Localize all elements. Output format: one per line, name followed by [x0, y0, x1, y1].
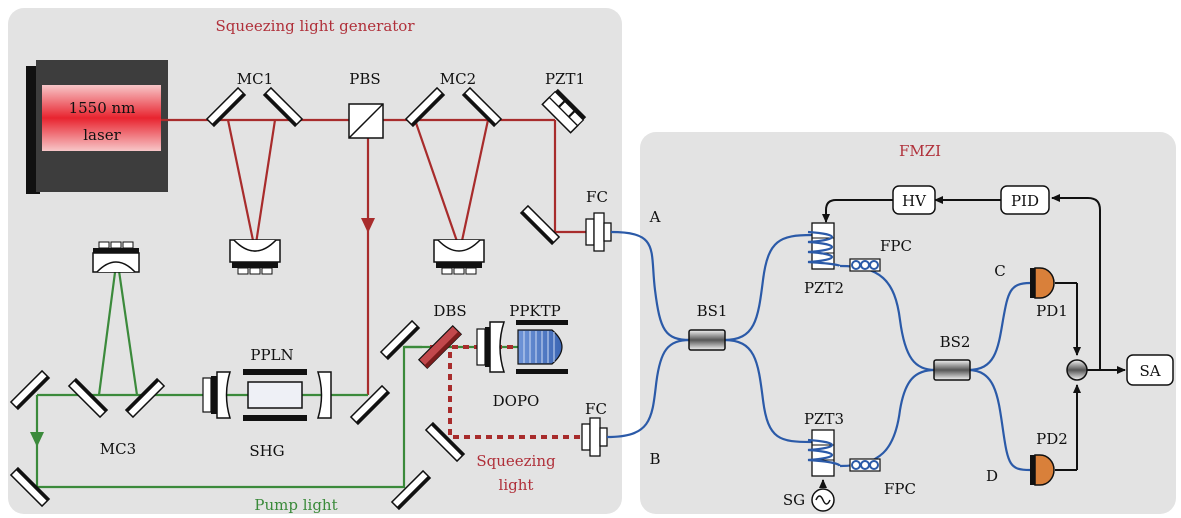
electronic-lines [819, 194, 1126, 488]
sg-source [811, 488, 835, 512]
bs1-label: BS1 [697, 302, 728, 320]
green-beam-arrow [30, 432, 44, 447]
curved-mirror-mc1 [229, 239, 281, 275]
fpc-top [849, 258, 881, 272]
pzt1-label: PZT1 [545, 70, 585, 88]
fpc-top-label: FPC [880, 237, 912, 255]
port-a-label: A [649, 208, 661, 226]
mc1-label: MC1 [237, 70, 273, 88]
combiner-node [1066, 359, 1088, 381]
pzt3-label: PZT3 [804, 410, 844, 428]
port-c-label: C [994, 262, 1005, 280]
bs1 [688, 329, 726, 351]
generator-title: Squeezing light generator [215, 17, 415, 35]
mirror-mc1-right [262, 86, 304, 128]
fc-top-label: FC [586, 188, 608, 206]
pid-box: PID [1000, 185, 1050, 215]
fpc-bottom [849, 458, 881, 472]
mirror-shg-out [349, 384, 391, 426]
sa-box: SA [1126, 354, 1174, 386]
squeezing-light-label-line1: Squeezing [476, 452, 556, 470]
fc-bottom-label: FC [585, 400, 607, 418]
laser-source: 1550 nm laser [26, 60, 168, 194]
fmzi-panel [640, 132, 1176, 514]
pid-label: PID [1011, 192, 1039, 210]
pd2-photodiode [1030, 454, 1055, 486]
mirror-left-upper [9, 369, 51, 411]
laser-label-line2: laser [83, 126, 121, 144]
curved-mirror-mc2 [433, 239, 485, 275]
mc3-label: MC3 [100, 440, 136, 458]
mirror-mc3-left [67, 377, 109, 419]
fpc-bottom-label: FPC [884, 480, 916, 498]
pd2-label: PD2 [1036, 430, 1068, 448]
mirror-dopo-in [379, 319, 421, 361]
ppktp-label: PPKTP [509, 302, 561, 320]
mirror-mc2-right [461, 86, 503, 128]
mirror-mc2-left [404, 86, 446, 128]
fiber-coupler-bottom [581, 417, 608, 457]
hv-box: HV [892, 185, 936, 215]
pump-light-label: Pump light [254, 496, 337, 514]
dopo-cavity [476, 320, 568, 374]
sa-label: SA [1139, 362, 1160, 380]
bs2 [933, 359, 971, 381]
bs2-label: BS2 [940, 333, 971, 351]
mirror-bottom-right [390, 469, 432, 511]
mirror-left-lower [9, 466, 51, 508]
laser-label-line1: 1550 nm [69, 99, 136, 117]
sg-label: SG [783, 491, 805, 509]
mirror-squeeze-out [424, 421, 466, 463]
ppln-label: PPLN [250, 346, 293, 364]
port-b-label: B [649, 450, 660, 468]
pzt3-fiber-stretcher [807, 429, 842, 477]
pd1-photodiode [1030, 267, 1055, 299]
pzt2-fiber-stretcher [807, 222, 842, 270]
dbs-label: DBS [433, 302, 466, 320]
shg-cavity [202, 369, 332, 421]
fmzi-title: FMZI [899, 142, 941, 160]
mirror-pzt1 [541, 88, 587, 134]
pbs-cube [348, 103, 384, 139]
mc2-label: MC2 [440, 70, 476, 88]
dopo-label: DOPO [493, 392, 540, 410]
red-beam-arrow [361, 218, 375, 233]
squeezing-light-label-line2: light [499, 476, 534, 494]
port-d-label: D [986, 467, 998, 485]
hv-label: HV [902, 192, 927, 210]
pbs-label: PBS [349, 70, 380, 88]
curved-mirror-mc3 [92, 241, 140, 273]
mirror-fc-steer [519, 204, 561, 246]
mirror-mc3-right [124, 377, 166, 419]
shg-label: SHG [249, 442, 284, 460]
mirror-mc1-left [205, 86, 247, 128]
pd1-label: PD1 [1036, 302, 1068, 320]
dbs-mirror [417, 324, 463, 370]
pzt2-label: PZT2 [804, 279, 844, 297]
